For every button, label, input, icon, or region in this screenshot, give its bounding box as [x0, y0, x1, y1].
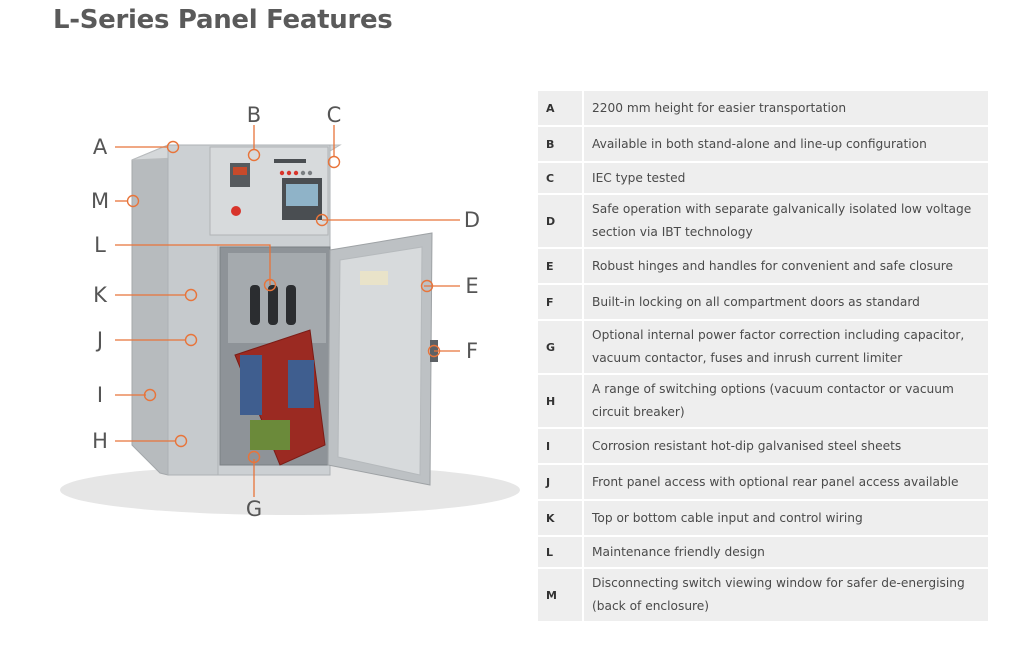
feature-letter: F	[538, 285, 584, 319]
feature-text: A range of switching options (vacuum con…	[584, 375, 988, 427]
feature-letter: C	[538, 163, 584, 193]
feature-letter: B	[538, 127, 584, 161]
callout-l: L	[94, 233, 106, 257]
callout-d: D	[463, 208, 481, 232]
page-title: L-Series Panel Features	[53, 5, 393, 35]
feature-text: Optional internal power factor correctio…	[584, 321, 988, 373]
switchgear-cabinet-illustration	[60, 144, 520, 515]
callout-m: M	[90, 189, 110, 213]
feature-letter: H	[538, 375, 584, 427]
feature-text: Disconnecting switch viewing window for …	[584, 569, 988, 621]
callout-lines	[115, 125, 460, 497]
feature-text: Maintenance friendly design	[584, 537, 988, 567]
feature-letter: A	[538, 91, 584, 125]
feature-text: Built-in locking on all compartment door…	[584, 285, 988, 319]
callout-c: C	[326, 103, 342, 127]
callout-b: B	[246, 103, 262, 127]
feature-letter: M	[538, 569, 584, 621]
callout-h: H	[92, 429, 108, 453]
feature-text: 2200 mm height for easier transportation	[584, 91, 988, 125]
feature-letter: I	[538, 429, 584, 463]
feature-text: Robust hinges and handles for convenient…	[584, 249, 988, 283]
feature-letter: J	[538, 465, 584, 499]
feature-letter: D	[538, 195, 584, 247]
feature-letter: G	[538, 321, 584, 373]
feature-text: Top or bottom cable input and control wi…	[584, 501, 988, 535]
feature-letter: K	[538, 501, 584, 535]
callout-f: F	[465, 339, 479, 363]
feature-text: Corrosion resistant hot-dip galvanised s…	[584, 429, 988, 463]
callout-a: A	[92, 135, 108, 159]
feature-text: Safe operation with separate galvanicall…	[584, 195, 988, 247]
feature-letter: L	[538, 537, 584, 567]
callout-j: J	[96, 328, 104, 352]
callout-g: G	[245, 497, 263, 521]
feature-text: Front panel access with optional rear pa…	[584, 465, 988, 499]
panel-figure: A B C D E F G H I J K L M	[60, 85, 520, 535]
callout-e: E	[465, 274, 479, 298]
feature-text: IEC type tested	[584, 163, 988, 193]
callout-k: K	[93, 283, 107, 307]
feature-letter: E	[538, 249, 584, 283]
callout-i: I	[96, 383, 104, 407]
feature-text: Available in both stand-alone and line-u…	[584, 127, 988, 161]
